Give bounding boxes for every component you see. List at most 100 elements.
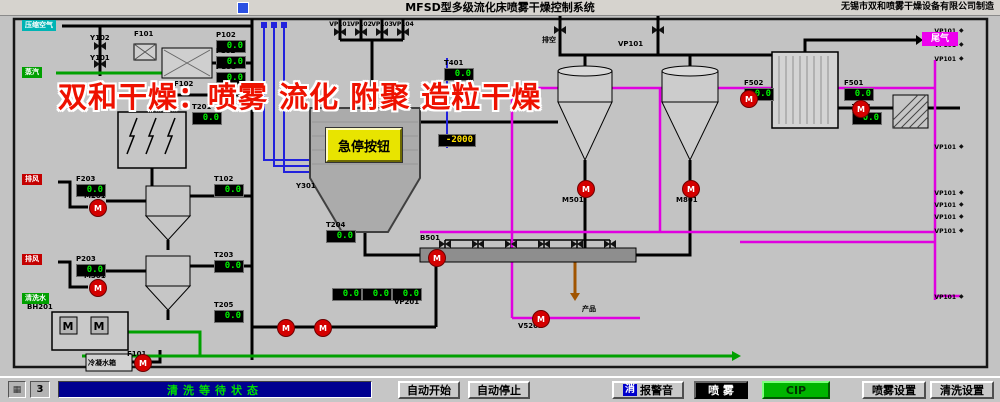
display-tag-T201: T201 xyxy=(192,103,212,111)
valve-icon[interactable] xyxy=(571,240,577,248)
valve-label-VP102[interactable]: VP102 xyxy=(350,21,372,28)
valve-icon[interactable] xyxy=(445,240,451,248)
display-T205: 0.0 xyxy=(214,310,244,323)
motor-indicator[interactable]: M xyxy=(89,199,107,217)
valve-icon[interactable] xyxy=(376,28,382,36)
valve-label-right-2[interactable]: VP101 xyxy=(934,56,956,63)
display-tag-P203: P203 xyxy=(76,255,96,263)
spray-button[interactable]: 喷 雾 xyxy=(694,381,748,399)
valve-label-right-5[interactable]: VP101 xyxy=(934,202,956,209)
valve-icon[interactable]: ◆ xyxy=(959,189,964,196)
motor-indicator[interactable]: M xyxy=(532,310,550,328)
valve-label-right-7[interactable]: VP101 xyxy=(934,228,956,235)
valve-icon[interactable] xyxy=(604,240,610,248)
valve-icon[interactable] xyxy=(652,26,658,34)
display-T401: 0.0 xyxy=(444,68,474,81)
valve-icon[interactable] xyxy=(505,240,511,248)
motor-indicator[interactable]: M xyxy=(852,100,870,118)
feed-label: 排风 xyxy=(22,174,42,185)
tag-M801: M801 xyxy=(676,196,698,204)
display-tag-F102: F102 xyxy=(216,47,236,55)
motor-indicator[interactable]: M xyxy=(89,279,107,297)
valve-icon[interactable] xyxy=(355,28,361,36)
tag-B501: B501 xyxy=(420,234,440,242)
valve-icon[interactable]: ◆ xyxy=(959,143,964,150)
auto-stop-button[interactable]: 自动停止 xyxy=(468,381,530,399)
valve-icon[interactable] xyxy=(94,42,100,50)
valve-label-right-4[interactable]: VP101 xyxy=(934,190,956,197)
valve-icon[interactable] xyxy=(403,28,409,36)
valve-icon[interactable] xyxy=(382,28,388,36)
valve-label-right-6[interactable]: VP101 xyxy=(934,214,956,221)
mixer-motor-icon: M xyxy=(63,320,74,333)
status-box-icon: ▦ xyxy=(8,381,26,398)
valve-icon[interactable] xyxy=(472,240,478,248)
display-value: 0.0 xyxy=(362,288,392,301)
tag-Y101: Y101 xyxy=(90,54,110,62)
display-chamber-vacuum: -2000 xyxy=(438,134,476,147)
valve-icon[interactable] xyxy=(439,240,445,248)
display-T204: 0.0 xyxy=(326,230,356,243)
display-tag-T102: T102 xyxy=(214,175,234,183)
valve-label-right-0[interactable]: VP101 xyxy=(926,28,956,35)
valve-icon[interactable]: ◆ xyxy=(959,201,964,208)
display-F203: 0.0 xyxy=(76,184,106,197)
clean-settings-button[interactable]: 清洗设置 xyxy=(930,381,994,399)
display-F102: 0.0 xyxy=(216,56,246,69)
valve-icon[interactable] xyxy=(334,28,340,36)
motor-indicator[interactable]: M xyxy=(134,354,152,372)
valve-icon[interactable] xyxy=(100,42,106,50)
valve-icon[interactable] xyxy=(361,28,367,36)
valve-icon[interactable]: ◆ xyxy=(959,41,964,48)
watermark-text: 双和干燥：喷雾 流化 附聚 造粒干燥 xyxy=(58,80,542,114)
motor-indicator[interactable]: M xyxy=(277,319,295,337)
valve-icon[interactable] xyxy=(610,240,616,248)
emergency-stop-button[interactable]: 急停按钮 xyxy=(326,128,402,162)
display-tag-P101: P101 xyxy=(216,63,236,71)
valve-label-VP101[interactable]: VP101 xyxy=(329,21,351,28)
valve-icon[interactable] xyxy=(577,240,583,248)
motor-indicator[interactable]: M xyxy=(577,180,595,198)
valve-icon[interactable]: ◆ xyxy=(959,55,964,62)
valve-icon[interactable]: ◆ xyxy=(959,27,964,34)
valve-icon[interactable] xyxy=(538,240,544,248)
tag-VP201: VP201 xyxy=(394,298,420,306)
mute-alarm-button[interactable]: 消 报警音 xyxy=(612,381,684,399)
valve-label-right-3[interactable]: VP101 xyxy=(934,144,956,151)
valve-label-VP104[interactable]: VP104 xyxy=(392,21,414,28)
display-T203: 0.0 xyxy=(214,260,244,273)
valve-icon[interactable] xyxy=(554,26,560,34)
valve-icon[interactable] xyxy=(658,26,664,34)
display-P203: 0.0 xyxy=(76,264,106,277)
valve-icon[interactable] xyxy=(100,60,106,68)
valve-icon[interactable] xyxy=(94,60,100,68)
motor-indicator[interactable]: M xyxy=(428,249,446,267)
valve-icon[interactable] xyxy=(340,28,346,36)
display-tag-F203: F203 xyxy=(76,175,96,183)
feed-label: 排风 xyxy=(22,254,42,265)
display-P101: 0.0 xyxy=(216,72,246,85)
spray-settings-button[interactable]: 喷雾设置 xyxy=(862,381,926,399)
valve-icon[interactable] xyxy=(478,240,484,248)
motor-indicator[interactable]: M xyxy=(740,90,758,108)
display-tag-P102: P102 xyxy=(216,31,236,39)
display-value: 0.0 xyxy=(332,288,362,301)
tag-V5201: V5201 xyxy=(518,322,543,330)
valve-label-VP103[interactable]: VP103 xyxy=(371,21,393,28)
valve-icon[interactable] xyxy=(560,26,566,34)
cip-button[interactable]: CIP xyxy=(762,381,830,399)
valve-icon[interactable]: ◆ xyxy=(959,213,964,220)
valve-icon[interactable] xyxy=(544,240,550,248)
valve-icon[interactable] xyxy=(511,240,517,248)
valve-icon[interactable]: ◆ xyxy=(959,227,964,234)
valve-icon[interactable]: ◆ xyxy=(959,293,964,300)
valve-icon[interactable] xyxy=(397,28,403,36)
tag-M501: M501 xyxy=(562,196,584,204)
motor-indicator[interactable]: M xyxy=(682,180,700,198)
tag-F101: F101 xyxy=(134,30,154,38)
valve-label-right-8[interactable]: VP101 xyxy=(934,294,956,301)
mute-alarm-label: 报警音 xyxy=(640,384,673,397)
auto-start-button[interactable]: 自动开始 xyxy=(398,381,460,399)
motor-indicator[interactable]: M xyxy=(314,319,332,337)
manufacturer-label: 无锡市双和喷雾干燥设备有限公司制造 xyxy=(840,2,994,12)
